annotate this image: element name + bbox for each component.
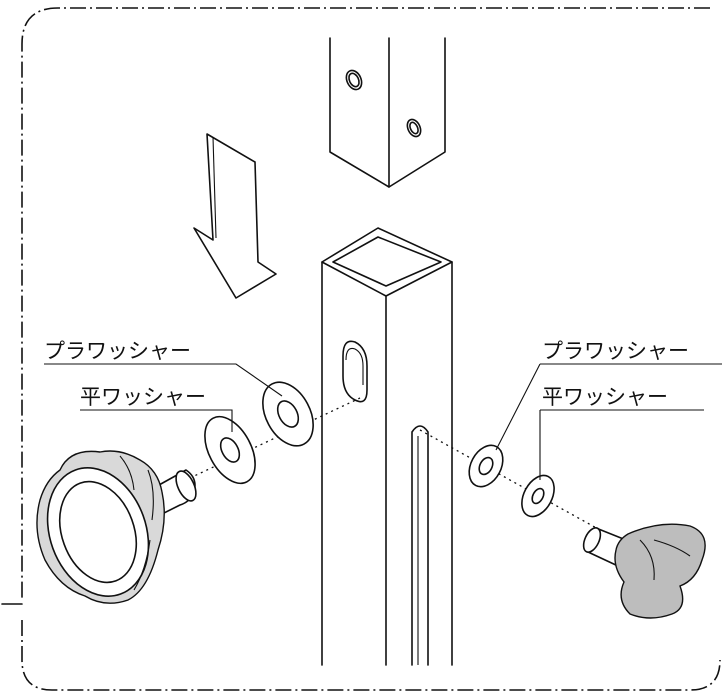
diagram-frame bbox=[21, 7, 721, 691]
left-plastic-washer bbox=[262, 381, 314, 447]
right-flat-washer bbox=[521, 474, 555, 518]
tube-oval-hole bbox=[342, 340, 368, 403]
lower-tube bbox=[321, 227, 453, 666]
left-flat-washer bbox=[204, 415, 256, 485]
label-right-plastic-washer: プラワッシャー bbox=[542, 339, 689, 363]
tube-side-slot bbox=[411, 425, 429, 666]
label-left-flat-washer: 平ワッシャー bbox=[80, 385, 206, 409]
left-knob-bolt bbox=[36, 450, 197, 604]
down-arrow-icon bbox=[193, 133, 277, 299]
label-right-flat-washer: 平ワッシャー bbox=[542, 385, 668, 409]
right-plastic-washer bbox=[468, 444, 504, 488]
leader-lines bbox=[44, 363, 722, 480]
label-left-plastic-washer: プラワッシャー bbox=[44, 339, 191, 363]
upper-tube bbox=[329, 37, 446, 188]
right-knob-bolt bbox=[582, 523, 706, 619]
